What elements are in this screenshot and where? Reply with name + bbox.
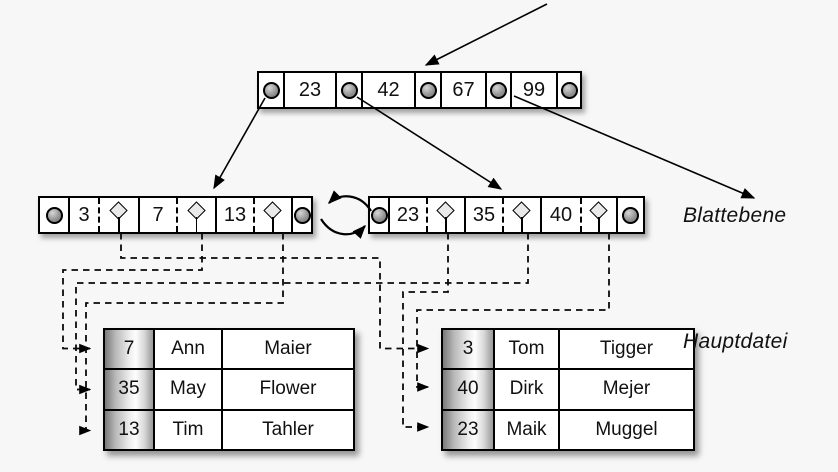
leaf-record-pointer-cell bbox=[176, 198, 215, 232]
diamond-stem bbox=[195, 217, 198, 232]
leaf-level-label: Blattebene bbox=[683, 204, 787, 227]
leaf-record-pointer-cell bbox=[502, 198, 540, 232]
pointer-circle-icon bbox=[560, 81, 578, 99]
root-key-cell: 99 bbox=[510, 73, 556, 107]
leaf-record-pointer-cell bbox=[98, 198, 138, 232]
leaf-key-cell: 13 bbox=[215, 198, 253, 232]
root-key-cell: 23 bbox=[283, 73, 335, 107]
leaf-record-pointer-cell bbox=[253, 198, 291, 232]
record-last-name-cell: Tigger bbox=[558, 330, 693, 369]
record-first-name-cell: Tim bbox=[153, 410, 221, 449]
record-first-name-cell: Maik bbox=[493, 410, 558, 449]
main-file-table-right: 3 Tom Tigger 40 Dirk Mejer 23 Maik Mugge… bbox=[441, 328, 695, 451]
root-key-cell: 42 bbox=[361, 73, 414, 107]
root-pointer-cell bbox=[485, 73, 510, 107]
main-file-table-left: 7 Ann Maier 35 May Flower 13 Tim Tahler bbox=[103, 328, 355, 451]
leaf-key-cell: 7 bbox=[138, 198, 176, 232]
record-key-cell: 40 bbox=[443, 370, 493, 409]
table-row: 13 Tim Tahler bbox=[105, 408, 353, 449]
record-first-name-cell: Dirk bbox=[493, 370, 558, 409]
leaf-node-left: 3 7 13 bbox=[38, 196, 313, 234]
leaf-node-right: 23 35 40 bbox=[368, 196, 645, 234]
record-key-cell: 23 bbox=[443, 410, 493, 449]
leaf-record-pointer-cell bbox=[426, 198, 464, 232]
pointer-circle-icon bbox=[622, 206, 639, 224]
leaf-key-cell: 40 bbox=[540, 198, 580, 232]
diamond-stem bbox=[598, 217, 600, 232]
pointer-circle-icon bbox=[340, 81, 358, 99]
record-key-cell: 7 bbox=[105, 330, 153, 369]
table-row: 3 Tom Tigger bbox=[443, 330, 693, 369]
pointer-circle-icon bbox=[419, 81, 437, 99]
diamond-stem bbox=[272, 217, 274, 232]
pointer-circle-icon bbox=[45, 206, 63, 224]
arrow-into-root bbox=[424, 3, 548, 66]
leaf-link-arc-left bbox=[328, 190, 372, 212]
pointer-circle-icon bbox=[490, 81, 507, 99]
arrow-root-to-left-leaf bbox=[213, 97, 266, 190]
record-last-name-cell: Maier bbox=[221, 330, 353, 369]
pointer-circle-icon bbox=[262, 81, 280, 99]
root-node: 23 42 67 99 bbox=[257, 71, 582, 109]
record-first-name-cell: Ann bbox=[153, 330, 221, 369]
leaf-pointer-cell bbox=[616, 198, 643, 232]
root-pointer-cell bbox=[335, 73, 361, 107]
root-pointer-cell bbox=[414, 73, 440, 107]
root-pointer-cell bbox=[259, 73, 283, 107]
leaf-pointer-cell bbox=[40, 198, 68, 232]
diamond-stem bbox=[118, 217, 120, 232]
record-key-cell: 3 bbox=[443, 330, 493, 369]
record-last-name-cell: Tahler bbox=[221, 410, 353, 449]
pointer-circle-icon bbox=[293, 206, 311, 224]
table-row: 7 Ann Maier bbox=[105, 330, 353, 369]
record-key-cell: 35 bbox=[105, 370, 153, 409]
root-pointer-cell bbox=[556, 73, 580, 107]
root-key-cell: 67 bbox=[440, 73, 485, 107]
pointer-circle-icon bbox=[370, 206, 388, 224]
record-first-name-cell: May bbox=[153, 370, 221, 409]
leaf-pointer-cell bbox=[291, 198, 311, 232]
record-last-name-cell: Muggel bbox=[558, 410, 693, 449]
leaf-pointer-cell bbox=[370, 198, 388, 232]
record-first-name-cell: Tom bbox=[493, 330, 558, 369]
diamond-stem bbox=[445, 217, 447, 232]
leaf-record-pointer-cell bbox=[580, 198, 616, 232]
diamond-stem bbox=[521, 217, 523, 232]
table-row: 40 Dirk Mejer bbox=[443, 368, 693, 409]
leaf-key-cell: 23 bbox=[388, 198, 426, 232]
record-last-name-cell: Mejer bbox=[558, 370, 693, 409]
table-row: 23 Maik Muggel bbox=[443, 408, 693, 449]
leaf-link-arc-right bbox=[320, 218, 366, 239]
arrow-root-to-leaf-level bbox=[513, 95, 756, 199]
main-file-label: Hauptdatei bbox=[683, 330, 788, 353]
leaf-key-cell: 3 bbox=[68, 198, 98, 232]
record-last-name-cell: Flower bbox=[221, 370, 353, 409]
table-row: 35 May Flower bbox=[105, 368, 353, 409]
arrow-root-to-right-leaf bbox=[356, 96, 503, 190]
leaf-key-cell: 35 bbox=[464, 198, 502, 232]
record-key-cell: 13 bbox=[105, 410, 153, 449]
